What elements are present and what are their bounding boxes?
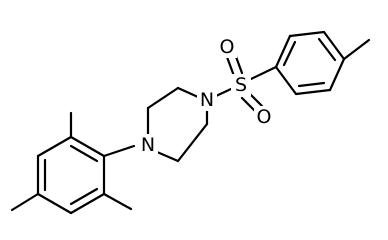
tolyl-double-inner-1 — [282, 40, 297, 67]
tolyl-bond-6 — [274, 65, 298, 96]
atom-o-bottom: O — [254, 106, 274, 128]
s-o-bottom-bond-a — [240, 96, 258, 114]
tolyl-bond-2 — [288, 30, 326, 38]
methyl-groups — [10, 111, 133, 212]
bond-ring-c4-c5 — [36, 192, 73, 215]
bond-ring-c1-c2 — [69, 135, 106, 158]
tolyl-bond-5 — [294, 88, 332, 96]
atom-label-s: S — [235, 74, 247, 96]
methyl-bond-bottom-left — [10, 192, 40, 212]
atom-label-o-top: O — [220, 36, 235, 58]
piperazine-ring — [146, 86, 209, 163]
atom-s: S — [231, 74, 251, 96]
tolyl-bond-4 — [328, 57, 346, 92]
bond-s-tolyl — [249, 65, 278, 81]
double-bond-inner-3 — [69, 187, 99, 206]
double-bond-inner-1 — [69, 144, 99, 163]
atom-label-o-bottom: O — [257, 106, 272, 128]
bond-c-bottom-n1 — [155, 150, 180, 163]
bond-c-top-n2 — [176, 86, 200, 99]
bond-c-upper-c-top — [146, 86, 180, 110]
atom-n1: N — [138, 134, 158, 156]
tolyl-bond-3 — [322, 30, 346, 61]
atom-o-top: O — [217, 36, 237, 58]
bond-ring-c2-c3 — [36, 135, 73, 158]
bond-aryl-n1 — [102, 144, 136, 158]
bond-n2-s — [214, 87, 233, 98]
s-o-top-bond-a — [225, 55, 236, 78]
atom-label-n2: N — [200, 89, 214, 111]
bond-ring-c5-c6 — [69, 192, 106, 215]
bond-c-right-c-bottom — [176, 122, 209, 163]
tolyl-double-inner-2 — [317, 37, 337, 62]
tolyl-bond-1 — [274, 34, 292, 69]
mesityl-ring — [36, 135, 106, 215]
molecule-canvas: N N S O O — [10, 30, 371, 215]
tolyl-double-inner-3 — [297, 81, 326, 88]
atom-n2: N — [197, 89, 217, 111]
atom-label-n1: N — [141, 134, 155, 156]
tolyl-methyl-bond — [342, 38, 371, 61]
methyl-bond-bottom-right — [102, 192, 133, 211]
molecule-structure: N N S O O — [10, 30, 371, 215]
tolyl-ring — [274, 30, 346, 96]
